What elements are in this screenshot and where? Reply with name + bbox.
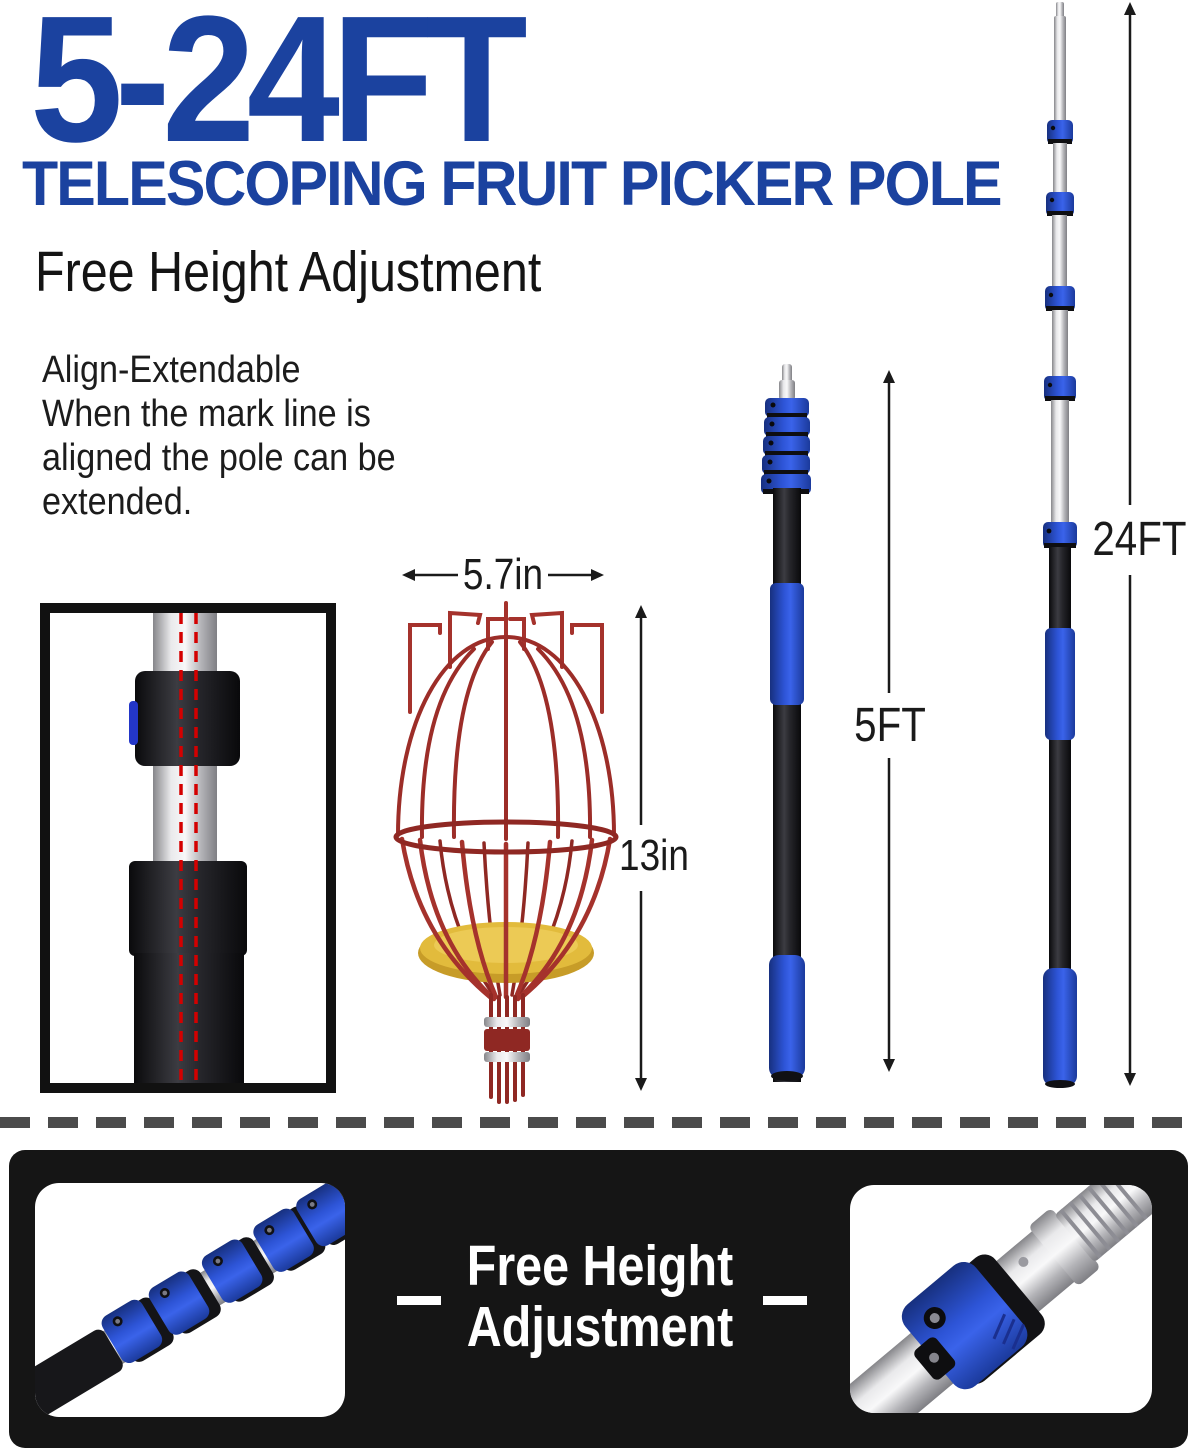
description-line: When the mark line is [42, 393, 371, 435]
footer-panel: Free Height Adjustment [9, 1150, 1188, 1448]
fruit-picker-basket-image [393, 601, 619, 1104]
basket-neck [484, 993, 530, 1104]
mark-line-closeup-frame [40, 603, 336, 1093]
collapsed-length-label: 5FT [854, 699, 926, 752]
clamp [201, 1237, 274, 1303]
basket-width-label: 5.7in [462, 550, 544, 599]
extended-pole-image [1043, 2, 1077, 1088]
threaded-tip [1056, 1185, 1152, 1261]
collapsed-height-dimension: 5FT [845, 368, 935, 1074]
basket-body-front [399, 836, 613, 1002]
height-arrow [635, 605, 647, 1091]
clamp [101, 1297, 174, 1364]
extended-height-arrow [1124, 2, 1136, 1086]
width-arrow [402, 569, 604, 581]
clamps-photo-image [35, 1183, 345, 1417]
section-clamp [1044, 376, 1076, 401]
description-text: Align-Extendable When the mark line is a… [42, 348, 396, 524]
pole-grip [770, 583, 804, 705]
section-clamp [1046, 192, 1074, 216]
footer-caption: Free Height Adjustment [422, 1236, 779, 1358]
pole-grip [1045, 628, 1075, 740]
mark-line-closeup-image [129, 613, 247, 1083]
product-title: TELESCOPING FRUIT PICKER POLE [22, 149, 1003, 219]
pole-tip [782, 364, 792, 384]
section-clamp [1043, 522, 1077, 548]
extended-height-dimension: 24FT [1085, 0, 1187, 1090]
lower-section [129, 861, 247, 1083]
pole-bottom-grip [1043, 968, 1077, 1086]
pole-tip [1056, 2, 1064, 18]
section-clamp [1045, 286, 1075, 311]
large-clamp [901, 1254, 1045, 1390]
dashed-divider [0, 1117, 1200, 1128]
collapsed-pole-image [761, 364, 811, 1082]
collapsed-height-arrow [883, 370, 895, 1072]
clamp [148, 1269, 221, 1335]
caption-dash-right [763, 1296, 807, 1305]
clamp-closeup-photo [850, 1185, 1152, 1413]
basket-width-dimension: 5.7in [400, 548, 606, 599]
alignment-mark-lines [179, 613, 198, 1083]
section-clamp [1047, 120, 1073, 144]
description-line: extended. [42, 481, 193, 523]
footer-caption-line2: Adjustment [466, 1295, 734, 1359]
basket-rim [393, 819, 619, 855]
upper-clamp [129, 671, 240, 766]
clamp-closeup-image [850, 1185, 1152, 1413]
description-line: aligned the pole can be [42, 437, 396, 479]
pole-bottom-grip [769, 955, 805, 1078]
basket-dome [396, 634, 616, 841]
clamp-button [129, 701, 138, 745]
footer-caption-line1: Free Height [466, 1234, 734, 1298]
range-title: 5-24FT [30, 0, 528, 180]
caption-dash-left [397, 1296, 441, 1305]
description-line: Align-Extendable [42, 349, 301, 391]
extended-length-label: 24FT [1092, 513, 1187, 566]
clamp-stack [761, 398, 811, 494]
clamp [296, 1183, 345, 1247]
clamps-photo [35, 1183, 345, 1417]
subtitle: Free Height Adjustment [35, 240, 542, 304]
basket-height-label: 13in [619, 831, 689, 880]
basket-height-dimension: 13in [612, 603, 696, 1093]
